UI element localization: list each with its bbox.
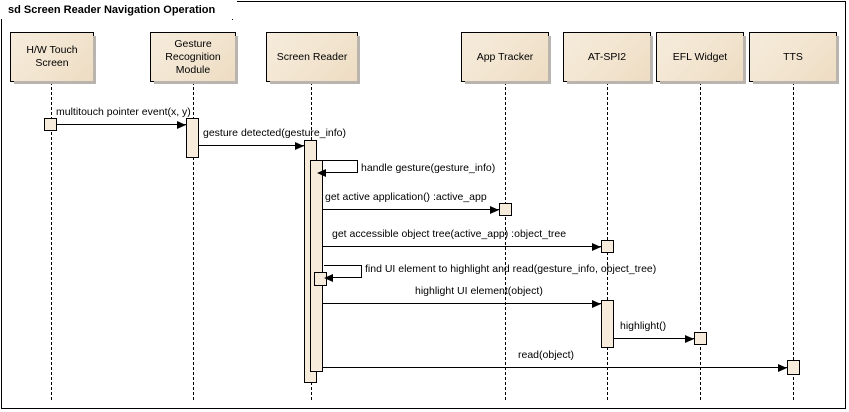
lifeline-label-atspi: AT-SPI2 bbox=[587, 50, 627, 63]
lifeline-label-reader: Screen Reader bbox=[276, 50, 348, 63]
lifeline-header-shadow bbox=[465, 81, 551, 84]
message-arrowhead-m4 bbox=[490, 206, 499, 214]
message-label-m3: handle gesture(gesture_info) bbox=[361, 162, 496, 174]
message-line-m7 bbox=[323, 303, 601, 304]
message-arrowhead-m6 bbox=[324, 274, 333, 282]
lifeline-header-tts[interactable]: TTS bbox=[749, 32, 839, 84]
lifeline-header-shadow bbox=[270, 81, 360, 84]
lifeline-header-shadow bbox=[836, 36, 839, 84]
message-arrowhead-m3 bbox=[317, 169, 326, 177]
message-line-m8 bbox=[614, 338, 694, 339]
message-label-m7: highlight UI element(object) bbox=[415, 285, 543, 297]
lifeline-label-efl: EFL Widget bbox=[672, 50, 728, 63]
message-label-m2: gesture detected(gesture_info) bbox=[203, 127, 347, 139]
message-label-m6: find UI element to highlight and read(ge… bbox=[365, 263, 657, 275]
message-label-m5: get accessible object tree(active_app) :… bbox=[332, 228, 567, 240]
lifeline-header-reader[interactable]: Screen Reader bbox=[266, 32, 360, 84]
message-line-m1 bbox=[57, 124, 186, 125]
message-line-m2 bbox=[199, 145, 304, 146]
lifeline-label-tts: TTS bbox=[783, 50, 803, 63]
message-arrowhead-m2 bbox=[295, 142, 304, 150]
lifeline-header-efl[interactable]: EFL Widget bbox=[656, 32, 746, 84]
lifeline-header-shadow bbox=[753, 81, 839, 84]
message-arrowhead-m1 bbox=[177, 121, 186, 129]
message-line-m9 bbox=[323, 367, 787, 368]
message-arrowhead-m8 bbox=[685, 335, 694, 343]
self-message-bracket-m6 bbox=[324, 265, 362, 278]
lifeline-header-shadow bbox=[660, 81, 746, 84]
message-arrowhead-m7 bbox=[592, 300, 601, 308]
lifeline-header-shadow bbox=[154, 81, 238, 84]
lifeline-efl bbox=[700, 82, 701, 400]
message-line-m4 bbox=[323, 209, 499, 210]
lifeline-header-shadow bbox=[235, 36, 238, 84]
lifeline-header-shadow bbox=[357, 36, 360, 84]
lifeline-header-shadow bbox=[14, 81, 96, 84]
activation-bar-apptrk[interactable] bbox=[499, 203, 512, 216]
activation-bar-tts[interactable] bbox=[787, 360, 800, 375]
activation-bar-atspi[interactable] bbox=[601, 240, 614, 253]
lifeline-header-shadow bbox=[567, 81, 653, 84]
message-label-m8: highlight() bbox=[620, 320, 667, 332]
frame-title-label: sd Screen Reader Navigation Operation bbox=[1, 1, 238, 19]
message-line-m5 bbox=[323, 246, 601, 247]
lifeline-header-shadow bbox=[743, 36, 746, 84]
lifeline-gesture bbox=[193, 82, 194, 400]
lifeline-label-apptrk: App Tracker bbox=[476, 50, 534, 63]
message-label-m1: multitouch pointer event(x, y) bbox=[56, 106, 191, 118]
activation-bar-efl[interactable] bbox=[694, 332, 707, 345]
lifeline-apptrk bbox=[505, 82, 506, 400]
lifeline-header-apptrk[interactable]: App Tracker bbox=[461, 32, 551, 84]
lifeline-header-shadow bbox=[650, 36, 653, 84]
self-message-bracket-m3 bbox=[317, 160, 358, 173]
message-arrowhead-m5 bbox=[592, 243, 601, 251]
activation-bar-atspi[interactable] bbox=[601, 300, 614, 348]
activation-bar-hw[interactable] bbox=[44, 118, 57, 131]
activation-bar-reader[interactable] bbox=[310, 160, 323, 372]
message-arrowhead-m9 bbox=[778, 364, 787, 372]
message-label-m4: get active application() :active_app bbox=[325, 191, 487, 203]
lifeline-header-shadow bbox=[548, 36, 551, 84]
lifeline-header-atspi[interactable]: AT-SPI2 bbox=[563, 32, 653, 84]
message-label-m9: read(object) bbox=[518, 349, 575, 361]
lifeline-header-shadow bbox=[93, 36, 96, 84]
activation-bar-gesture[interactable] bbox=[186, 118, 199, 158]
lifeline-hw bbox=[51, 82, 52, 400]
lifeline-tts bbox=[793, 82, 794, 400]
